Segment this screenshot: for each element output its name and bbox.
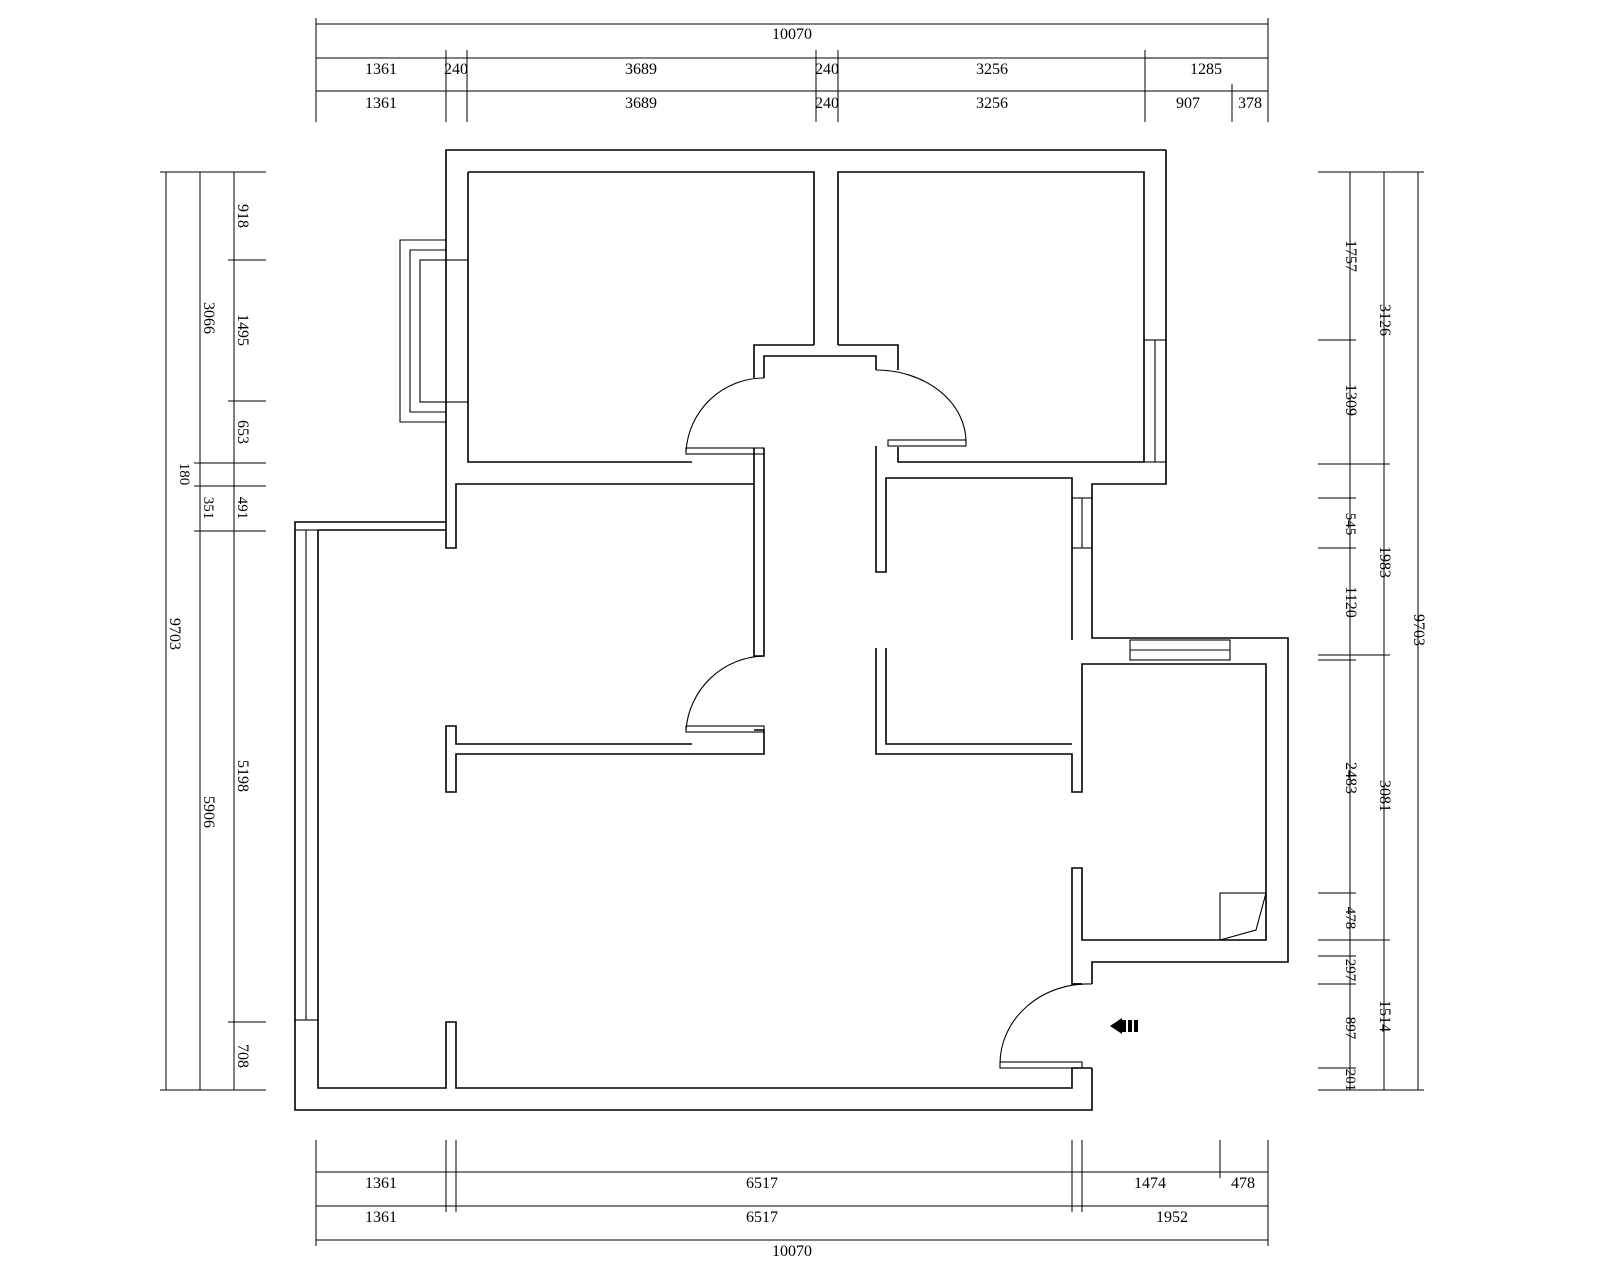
dim-right-inner-c: 545 xyxy=(1342,513,1358,536)
bedroom-1-inner xyxy=(468,171,815,345)
dim-bottom-2-b: 6517 xyxy=(746,1209,778,1226)
door-bedroom-2 xyxy=(875,369,967,447)
dim-top-2-b: 3689 xyxy=(625,95,657,112)
dim-bottom-2-a: 1361 xyxy=(365,1209,397,1226)
window-right-top xyxy=(1143,339,1167,463)
window-bathroom-top xyxy=(1129,639,1231,661)
bottom-dimensions: 1361 6517 1474 478 1361 6517 1952 10070 xyxy=(315,1140,1269,1260)
dim-right-mid-c: 3081 xyxy=(1376,780,1393,812)
door-entrance xyxy=(999,983,1093,1069)
dim-bottom-1-a: 1361 xyxy=(365,1175,397,1192)
left-dimensions: 9703 3066 180 351 5906 918 1495 653 491 … xyxy=(160,171,266,1091)
dim-top-2-d: 3256 xyxy=(976,95,1008,112)
window-right-mid xyxy=(1071,497,1093,549)
dim-top-2-a: 1361 xyxy=(365,95,397,112)
corridor-left xyxy=(753,448,765,657)
dim-bottom-1-c: 1474 xyxy=(1134,1175,1166,1192)
dim-bottom-2-c: 1952 xyxy=(1156,1209,1188,1226)
bathroom-wall xyxy=(885,648,1072,745)
door-bedroom-1 xyxy=(685,377,765,455)
dim-right-inner-d: 1120 xyxy=(1342,586,1359,617)
dim-right-mid-d: 1514 xyxy=(1376,1000,1393,1032)
bedroom-3-right-wall xyxy=(445,448,755,549)
top-dimensions: 10070 1361 240 3689 240 3256 1285 1361 3… xyxy=(315,18,1269,122)
dim-top-2-c: 240 xyxy=(815,95,839,112)
corridor-right-upper xyxy=(875,446,1073,640)
dim-bottom-1-b: 6517 xyxy=(746,1175,778,1192)
dim-right-inner-e: 2483 xyxy=(1342,762,1359,794)
dim-right-inner-h: 897 xyxy=(1342,1017,1358,1040)
dim-top-total: 10070 xyxy=(772,26,812,43)
dim-right-inner-g: 297 xyxy=(1342,959,1358,982)
window-living-left xyxy=(294,529,319,1021)
door-bathroom-corner xyxy=(1219,892,1267,941)
dim-top-1-a: 1361 xyxy=(365,61,397,78)
dim-bottom-total: 10070 xyxy=(772,1243,812,1260)
corridor-top xyxy=(763,355,877,378)
bedroom-2-inner xyxy=(837,171,1145,463)
doors xyxy=(685,369,1267,1069)
outer-wall xyxy=(294,149,1166,1111)
walls xyxy=(294,149,1289,1111)
dim-top-2-e: 907 xyxy=(1176,95,1200,112)
dim-left-total: 9703 xyxy=(166,618,183,650)
dim-top-1-b: 240 xyxy=(444,61,468,78)
dim-bottom-1-d: 478 xyxy=(1231,1175,1255,1192)
dim-right-inner-i: 201 xyxy=(1342,1069,1358,1092)
right-dimensions: 9703 3126 1983 3081 1514 1757 1309 545 1… xyxy=(1318,171,1427,1092)
bedroom-1-inner-left xyxy=(467,172,692,463)
corridor-head xyxy=(753,344,814,378)
dim-top-1-d: 240 xyxy=(815,61,839,78)
entrance-arrow-icon xyxy=(1110,1018,1138,1034)
dim-right-mid-a: 3126 xyxy=(1376,304,1393,336)
dim-top-1-f: 1285 xyxy=(1190,61,1222,78)
dim-right-inner-a: 1757 xyxy=(1342,240,1359,272)
dim-left-inner-c: 653 xyxy=(234,420,251,444)
outer-wall-right xyxy=(1091,150,1289,984)
dim-left-mid-b: 180 xyxy=(176,463,192,486)
dim-left-inner-a: 918 xyxy=(234,204,251,228)
living-room-bottom xyxy=(317,530,1092,1089)
dim-left-inner-d: 491 xyxy=(234,497,250,520)
windows xyxy=(294,239,1231,1021)
corridor-head-right xyxy=(838,344,899,370)
dim-right-inner-f: 478 xyxy=(1342,907,1358,930)
window-left-bay xyxy=(399,239,469,423)
dim-top-1-c: 3689 xyxy=(625,61,657,78)
dim-right-inner-b: 1309 xyxy=(1342,384,1359,416)
door-bedroom-3 xyxy=(685,655,765,733)
dim-left-mid-c: 351 xyxy=(200,497,216,520)
dim-left-inner-e: 5198 xyxy=(234,760,251,792)
dim-left-inner-b: 1495 xyxy=(234,314,251,346)
dim-left-inner-f: 708 xyxy=(234,1044,251,1068)
dim-top-1-e: 3256 xyxy=(976,61,1008,78)
bedroom-3-bottom-wall xyxy=(445,725,765,793)
dim-left-mid-a: 3066 xyxy=(200,302,217,334)
dim-left-mid-d: 5906 xyxy=(200,796,217,828)
dim-top-2-f: 378 xyxy=(1238,95,1262,112)
dim-right-mid-b: 1983 xyxy=(1376,546,1393,578)
corridor-right-lower xyxy=(875,648,1267,985)
dim-right-total: 9703 xyxy=(1410,614,1427,646)
